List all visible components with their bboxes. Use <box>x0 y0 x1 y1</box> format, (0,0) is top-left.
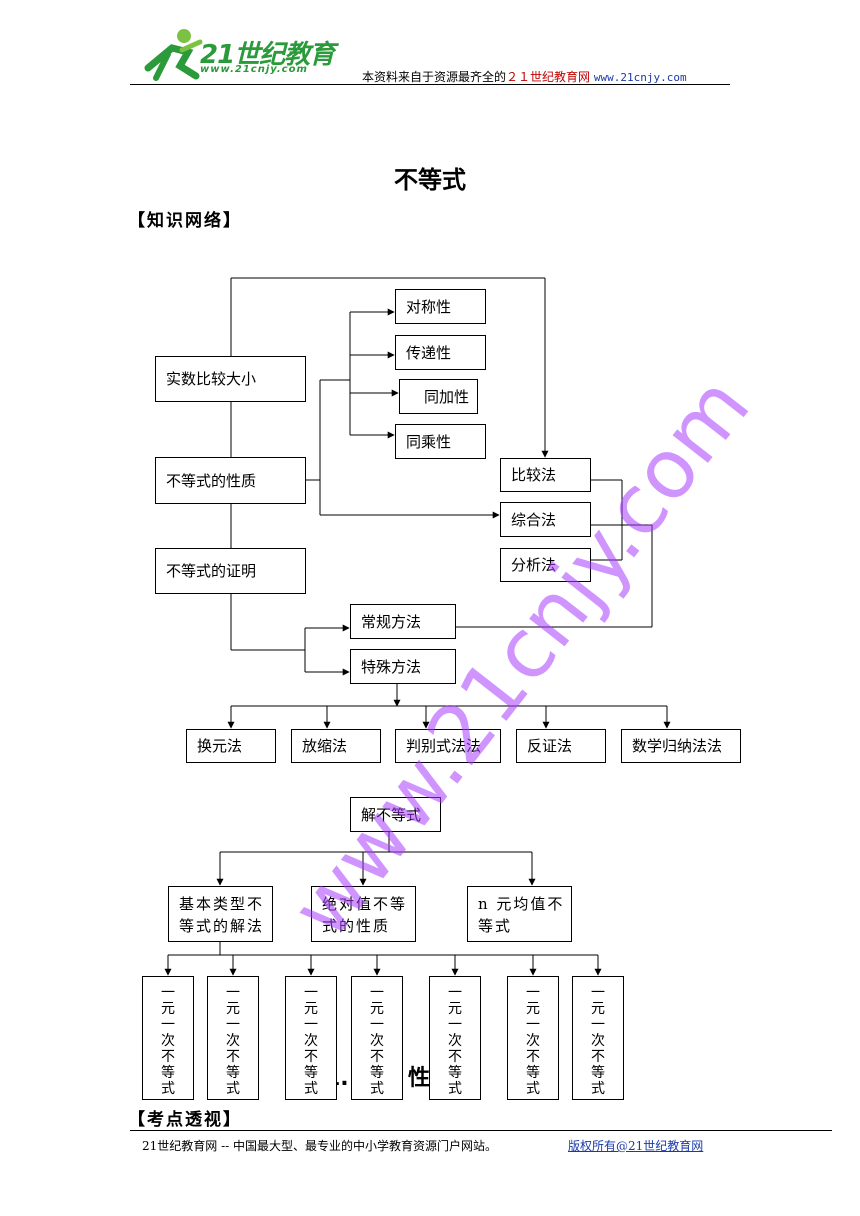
node-contradiction-method: 反证法 <box>516 729 606 763</box>
header-note: 本资料来自于资源最齐全的２１世纪教育网 www.21cnjy.com <box>362 68 687 85</box>
node-induction-method: 数学归纳法法 <box>621 729 741 763</box>
node-synthesis-method: 综合法 <box>500 502 591 537</box>
vbox-linear-inequality-7: 一元一次不等式 <box>572 976 624 1100</box>
node-basic-type-solutions: 基本类型不等式的解法 <box>168 886 273 942</box>
page-title: 不等式 <box>394 166 466 194</box>
node-absolute-value-properties: 绝对值不等式的性质 <box>311 886 416 942</box>
node-regular-methods: 常规方法 <box>350 604 456 639</box>
logo-text: 21世纪教育 <box>200 40 335 70</box>
vbox-linear-inequality-5: 一元一次不等式 <box>429 976 481 1100</box>
node-solve-inequality: 解不等式 <box>350 797 441 832</box>
node-special-methods: 特殊方法 <box>350 649 456 684</box>
runner-logo-icon <box>144 29 203 81</box>
vbox-linear-inequality-1: 一元一次不等式 <box>142 976 194 1100</box>
vbox-linear-inequality-2: 一元一次不等式 <box>207 976 259 1100</box>
vbox-linear-inequality-4: 一元一次不等式 <box>351 976 403 1100</box>
header-divider <box>130 84 730 85</box>
node-additive: 同加性 <box>399 379 478 414</box>
footer-divider <box>130 1130 832 1131</box>
node-multiplicative: 同乘性 <box>395 424 486 459</box>
node-n-mean-inequality: n 元均值不等式 <box>467 886 572 942</box>
node-inequality-properties: 不等式的性质 <box>155 457 306 504</box>
vbox-linear-inequality-6: 一元一次不等式 <box>507 976 559 1100</box>
footer-description: 21世纪教育网 -- 中国最大型、最专业的中小学教育资源门户网站。 <box>142 1139 498 1153</box>
header-url-link[interactable]: www.21cnjy.com <box>593 71 687 84</box>
section-knowledge-network: 【知识网络】 <box>128 211 242 231</box>
header-brand: ２１世纪教育网 <box>506 70 591 84</box>
vbox-linear-inequality-3: 一元一次不等式 <box>285 976 337 1100</box>
footer-copyright-link[interactable]: 版权所有@21世纪教育网 <box>568 1139 704 1153</box>
node-analysis-method: 分析法 <box>500 548 591 582</box>
node-scaling-method: 放缩法 <box>291 729 381 763</box>
node-discriminant-method: 判别式法法 <box>395 729 501 763</box>
node-symmetry: 对称性 <box>395 289 486 324</box>
node-comparison-method: 比较法 <box>500 458 591 492</box>
node-substitution-method: 换元法 <box>186 729 276 763</box>
site-logo[interactable] <box>138 26 338 86</box>
node-transitivity: 传递性 <box>395 335 486 370</box>
node-real-number-compare: 实数比较大小 <box>155 356 306 402</box>
node-inequality-proof: 不等式的证明 <box>155 548 306 594</box>
logo-url: www.21cnjy.com <box>200 64 308 75</box>
section-key-points: 【考点透视】 <box>128 1110 242 1130</box>
header-note-prefix: 本资料来自于资源最齐全的 <box>362 70 507 84</box>
